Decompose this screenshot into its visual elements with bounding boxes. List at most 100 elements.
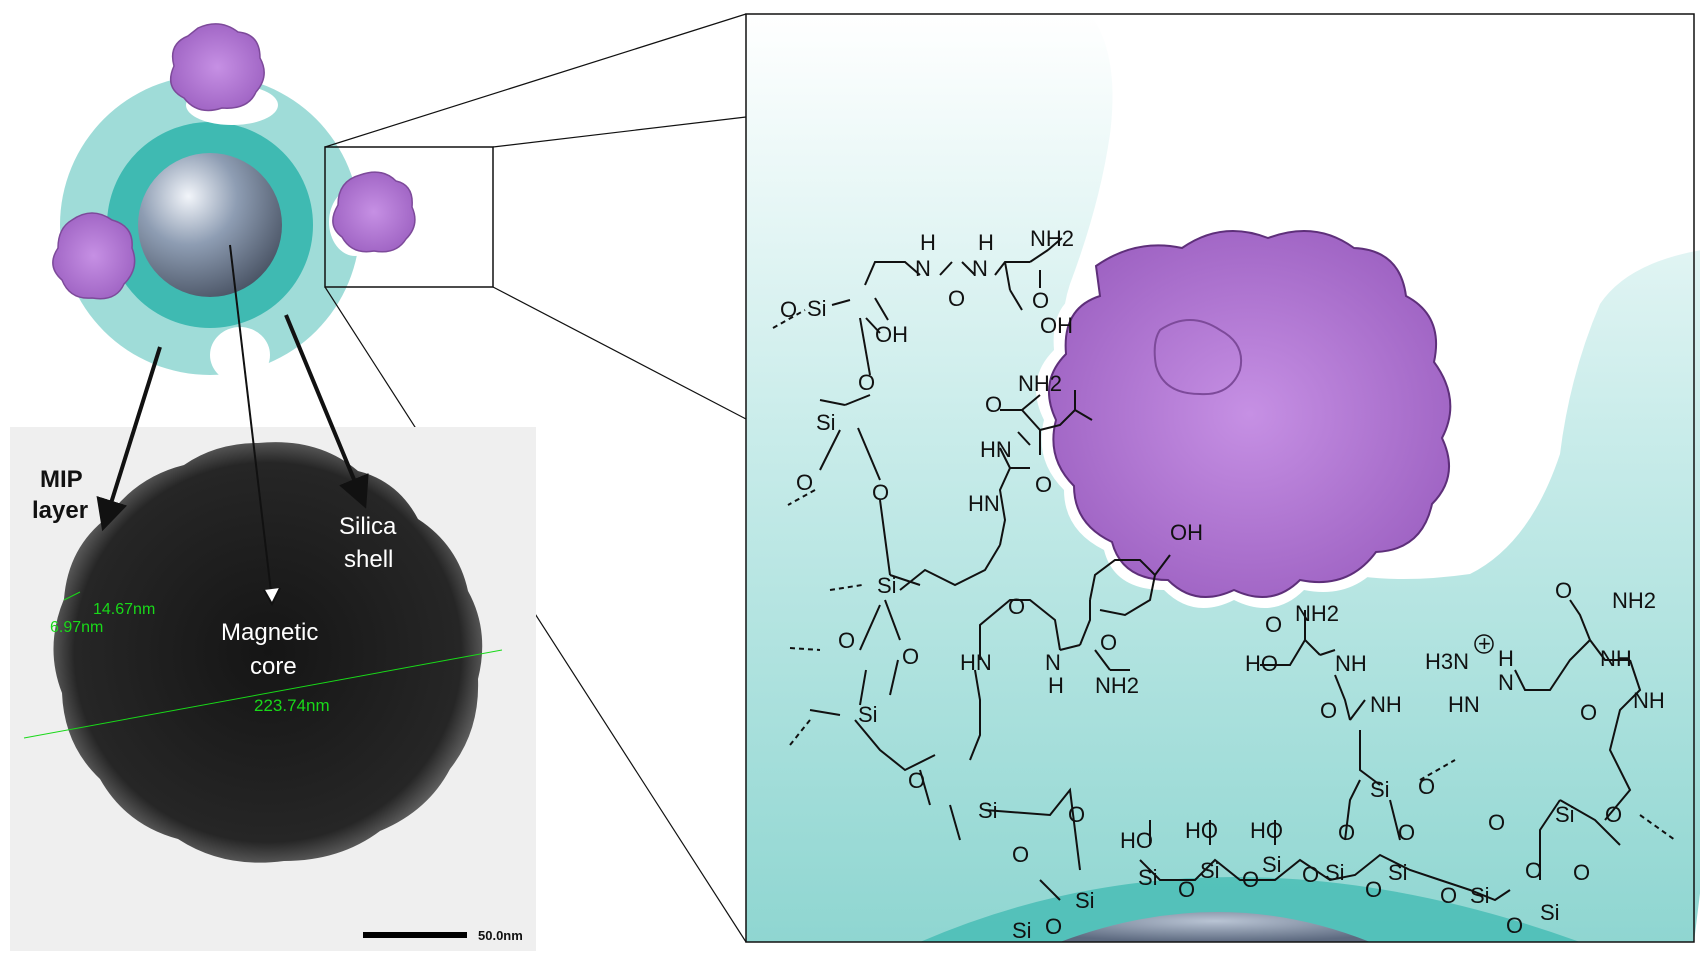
zoom-box [324, 146, 494, 288]
atom-o: O [1525, 858, 1542, 883]
atom-o: O [796, 470, 813, 495]
atom-o: O [1398, 820, 1415, 845]
atom-nh: NH [1370, 692, 1402, 717]
atom-n: N [915, 256, 931, 281]
protein-icon [52, 212, 136, 300]
atom-oh: OH [875, 322, 908, 347]
atom-si: Si [1012, 918, 1032, 943]
atom-o: O [1265, 612, 1282, 637]
atom-hn: HN [968, 491, 1000, 516]
atom-si: Si [816, 410, 836, 435]
mip-arrow [96, 346, 162, 532]
atom-o: O [1100, 630, 1117, 655]
atom-si: Si [1555, 802, 1575, 827]
protein-icon [169, 23, 265, 112]
atom-h: H [920, 230, 936, 255]
silica-surface-arc [920, 877, 1580, 942]
atom-si: Si [1075, 888, 1095, 913]
atom-o: O [1365, 877, 1382, 902]
atom-o: O [1178, 877, 1195, 902]
atom-o: O [1418, 774, 1435, 799]
atom-o: O [1045, 914, 1062, 939]
atom-nh: NH [1600, 646, 1632, 671]
atom-si: Si [807, 296, 827, 321]
atom-si: Si [1540, 900, 1560, 925]
atom-h: H [1498, 646, 1514, 671]
atom-si: Si [1138, 865, 1158, 890]
atom-ho: HO [1245, 651, 1278, 676]
atom-o: O [948, 286, 965, 311]
protein-icon [1036, 222, 1462, 608]
atom-hn: HN [960, 650, 992, 675]
atom-nh2: NH2 [1018, 371, 1062, 396]
tem-image: 14.67nm 6.97nm 223.74nm 50.0nm MIP layer… [10, 427, 536, 951]
atom-si: Si [1388, 860, 1408, 885]
atom-o: O [902, 644, 919, 669]
atom-h3n: H3N [1425, 649, 1469, 674]
atom-n: N [972, 256, 988, 281]
atom-o: O [838, 628, 855, 653]
atom-hn: HN [980, 437, 1012, 462]
chemistry-panel: Si O OH O H N H N O NH2 O OH Si O O NH2 … [745, 13, 1700, 943]
atom-oh: OH [1170, 520, 1203, 545]
atom-o: O [1555, 578, 1572, 603]
pointer-arrows [96, 244, 369, 607]
atom-o: O [1320, 698, 1337, 723]
atom-o: O [1338, 820, 1355, 845]
atom-si: Si [978, 798, 998, 823]
magnetic-core-sphere [138, 153, 282, 297]
silica-shell-label: Silica shell [339, 513, 403, 573]
atom-o: O [1573, 860, 1590, 885]
atom-ho: HO [1185, 818, 1218, 843]
atom-si: Si [1325, 860, 1345, 885]
atom-o: O [872, 480, 889, 505]
atom-nh2: NH2 [1095, 673, 1139, 698]
core-surface-arc [1060, 912, 1370, 942]
atom-nh2: NH2 [1030, 226, 1074, 251]
atom-si: Si [858, 702, 878, 727]
atom-ho: HO [1120, 828, 1153, 853]
atom-o: O [1506, 913, 1523, 938]
atom-nh2: NH2 [1612, 588, 1656, 613]
atom-o: O [1242, 867, 1259, 892]
atom-o: O [1580, 700, 1597, 725]
atom-n: N [1045, 650, 1061, 675]
mip-matrix-region [746, 14, 1700, 942]
core-arrow [229, 244, 273, 601]
magnetic-core-label: Magnetic core [221, 619, 325, 680]
atom-o: O [858, 370, 875, 395]
atom-o: O [1068, 802, 1085, 827]
atom-si: Si [1262, 852, 1282, 877]
atom-o: O [1012, 842, 1029, 867]
protein-icon [332, 171, 416, 253]
charge-plus: + [1478, 631, 1491, 656]
atom-o: O [780, 297, 797, 322]
atom-nh: NH [1335, 651, 1367, 676]
atom-si: Si [1470, 883, 1490, 908]
tem-particle [53, 442, 483, 863]
atom-n: N [1498, 670, 1514, 695]
atom-nh: NH [1633, 688, 1665, 713]
atom-nh2: NH2 [1295, 601, 1339, 626]
atom-h: H [1048, 673, 1064, 698]
atom-o: O [1488, 810, 1505, 835]
atom-o: O [1605, 802, 1622, 827]
measure-mip-label: 6.97nm [50, 619, 103, 636]
scale-bar [363, 932, 467, 938]
atom-o: O [1440, 883, 1457, 908]
chemical-structure-labels: Si O OH O H N H N O NH2 O OH Si O O NH2 … [780, 226, 1665, 943]
silica-arrow [284, 314, 369, 509]
atom-oh: OH [1040, 313, 1073, 338]
mip-layer-label: MIP layer [32, 466, 89, 524]
atom-o: O [908, 768, 925, 793]
atom-si: Si [1370, 777, 1390, 802]
atom-o: O [1032, 288, 1049, 313]
diameter-measure-line [23, 649, 503, 739]
nanoparticle-schematic [52, 23, 494, 383]
atom-o: O [1008, 594, 1025, 619]
measure-diameter-label: 223.74nm [254, 696, 330, 715]
atom-si: Si [1200, 858, 1220, 883]
siloxane-network-bonds [772, 237, 1676, 902]
atom-h: H [978, 230, 994, 255]
atom-o: O [985, 392, 1002, 417]
